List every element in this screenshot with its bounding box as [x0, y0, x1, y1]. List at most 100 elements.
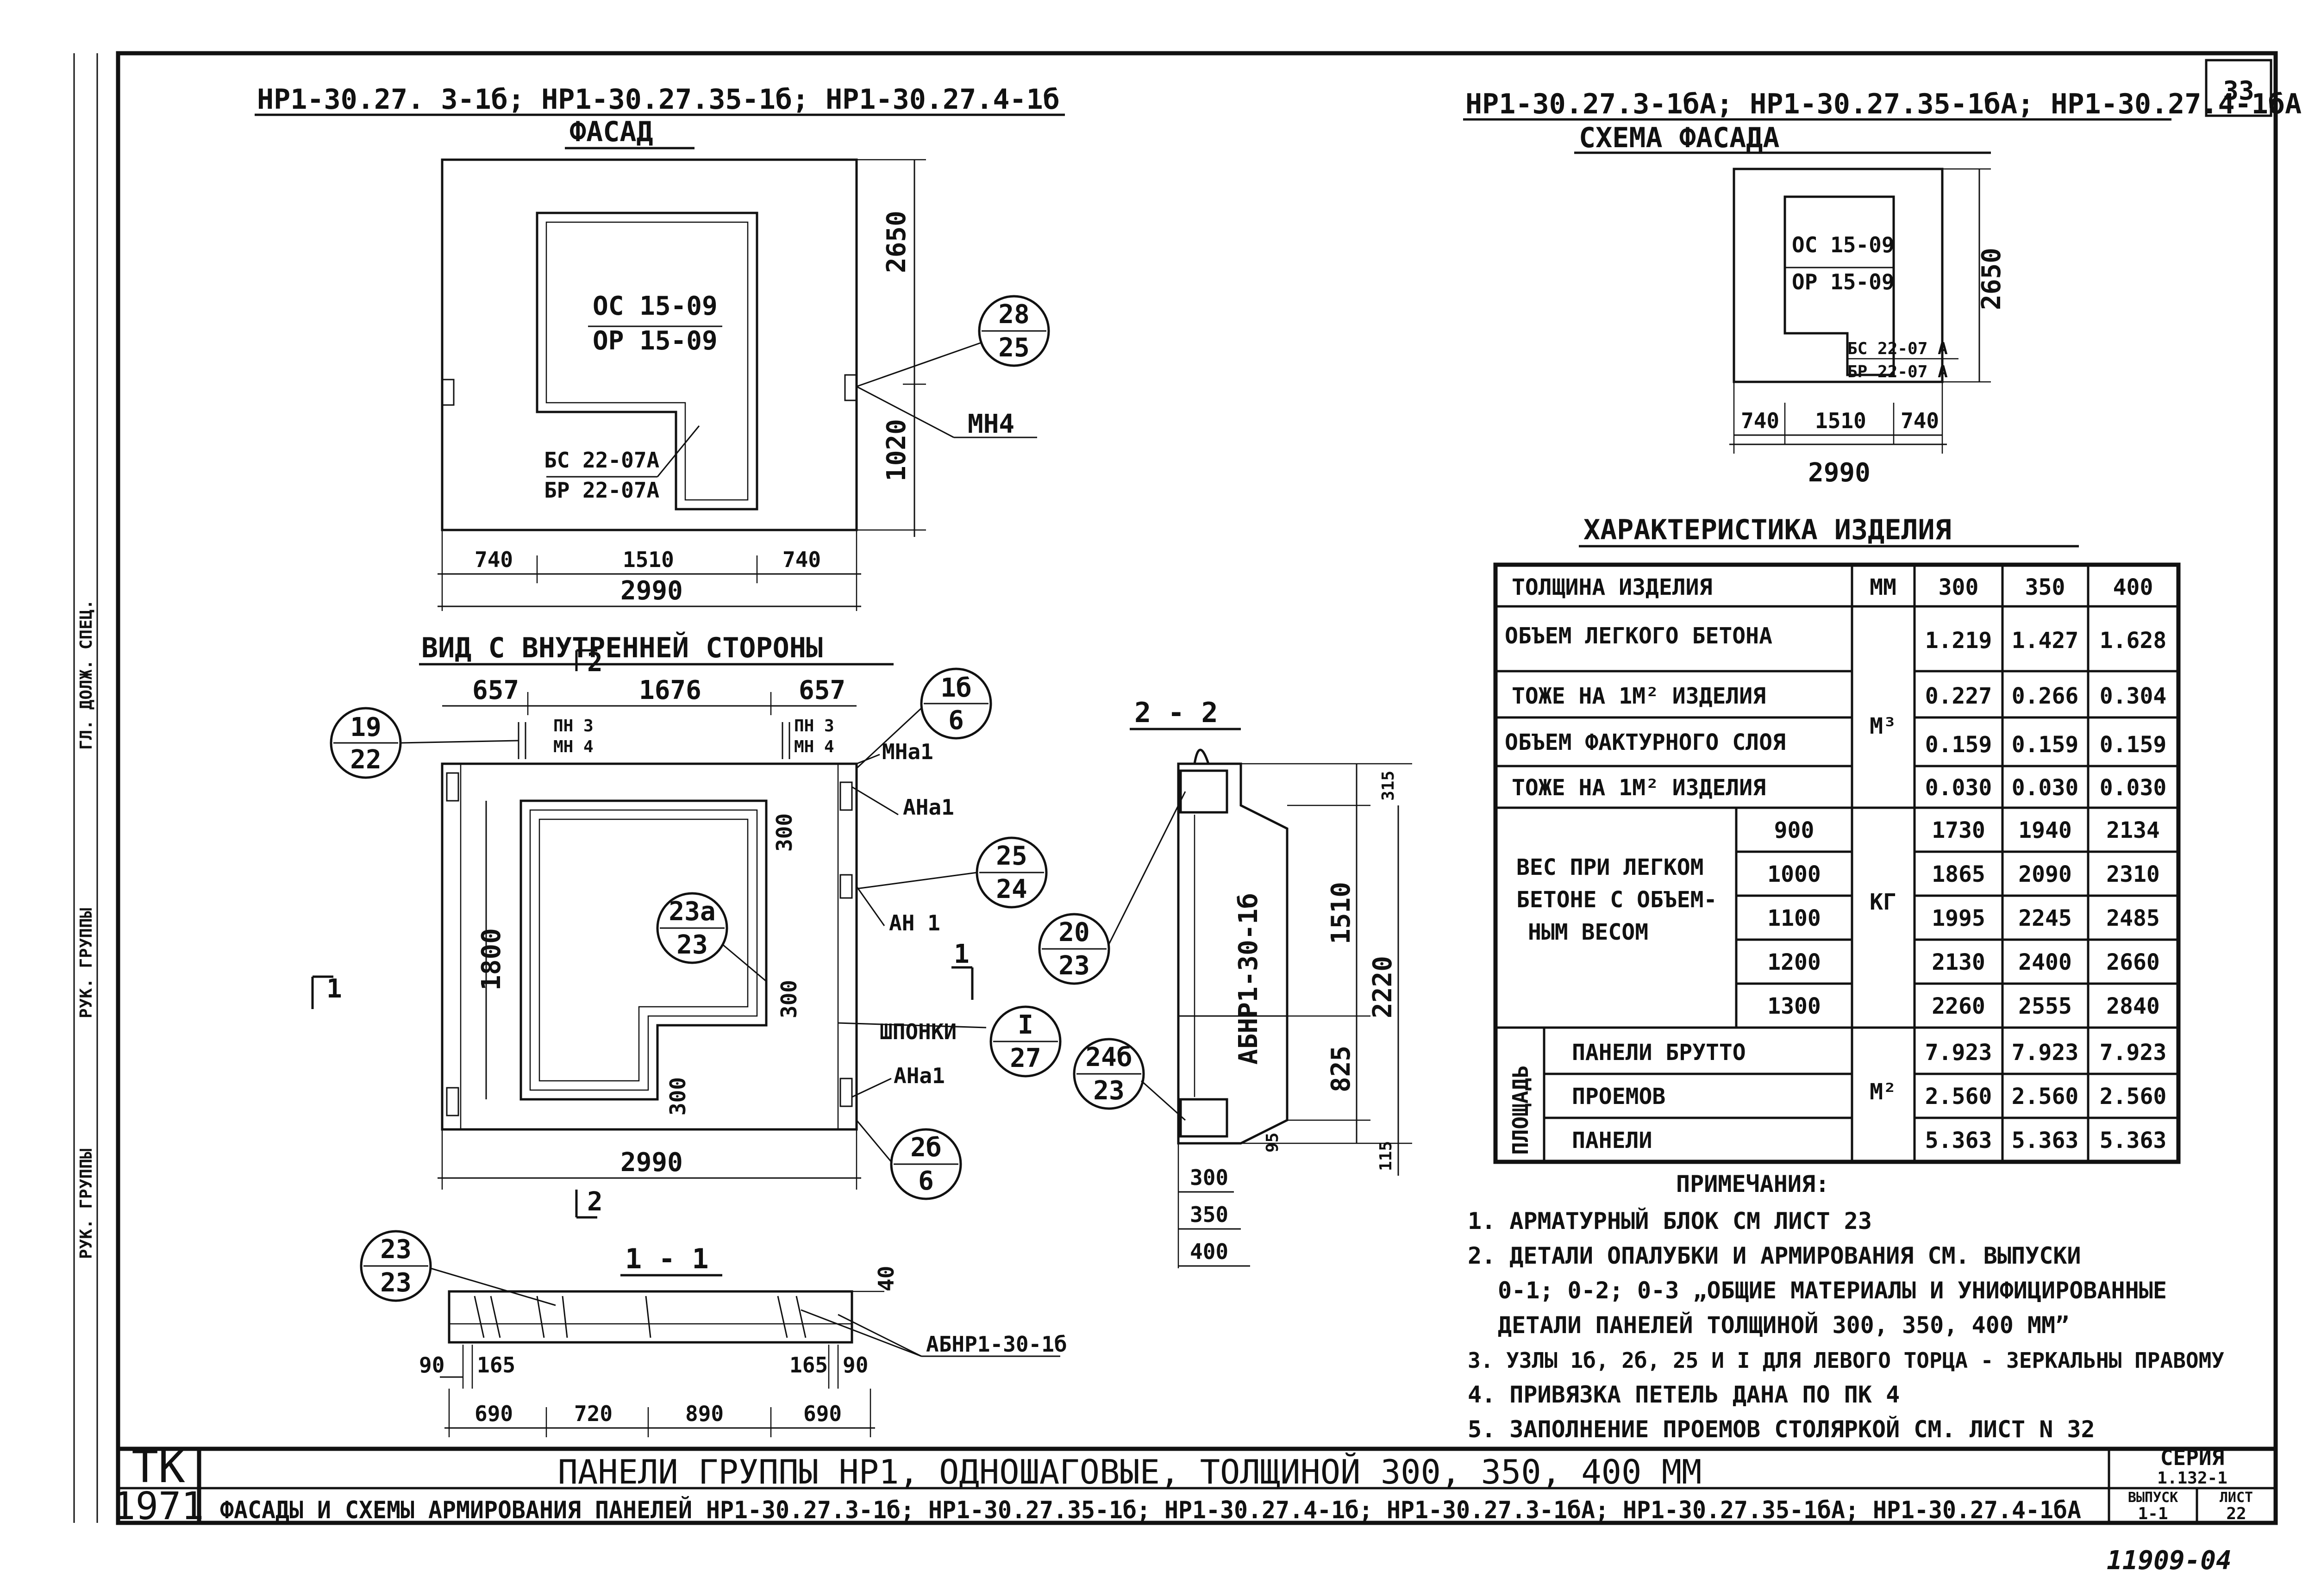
- margin-label-1: РУК. ГРУППЫ: [77, 1149, 96, 1259]
- tbl-vol-3-v2: 0.030: [2012, 775, 2079, 801]
- svg-text:20: 20: [1058, 917, 1089, 948]
- note-line-6: 4. ПРИВЯЗКА ПЕТЕЛЬ ДАНА ПО ПК 4: [1468, 1381, 1900, 1408]
- tbl-area-2-v3: 5.363: [2100, 1128, 2167, 1153]
- pn-label-right-top: ПН 3: [794, 717, 834, 736]
- section-22-dim-350: 350: [1190, 1202, 1228, 1227]
- title-block: ТК 1971 ПАНЕЛИ ГРУППЫ НР1, ОДНОШАГОВЫЕ, …: [113, 1441, 2276, 1528]
- tbl-w-3-v3: 2660: [2106, 949, 2160, 975]
- scheme-dim-w3: 740: [1901, 408, 1939, 433]
- section-22-dim-300: 300: [1190, 1165, 1228, 1190]
- section-11-dim-165-left: 165: [477, 1353, 515, 1378]
- svg-text:6: 6: [948, 705, 964, 736]
- callout-1b-6: 1б 6: [856, 667, 992, 769]
- title-org: ТК: [131, 1441, 185, 1493]
- pn-label-left-bottom: МН 4: [553, 737, 594, 756]
- tbl-vol-2-v1: 0.159: [1925, 732, 1992, 758]
- note-line-1: 1. АРМАТУРНЫЙ БЛОК СМ ЛИСТ 23: [1468, 1207, 1872, 1234]
- tbl-w-2-v3: 2485: [2106, 905, 2160, 931]
- svg-text:23: 23: [1058, 951, 1089, 981]
- section-11-title: 1 - 1: [625, 1243, 709, 1275]
- title-line-1: ПАНЕЛИ ГРУППЫ НР1, ОДНОШАГОВЫЕ, ТОЛЩИНОЙ…: [558, 1453, 1702, 1491]
- tbl-vol-2-v2: 0.159: [2012, 732, 2079, 758]
- section-11-dim-90-right: 90: [843, 1353, 868, 1378]
- tbl-area-0-v2: 7.923: [2012, 1040, 2079, 1066]
- tbl-weight-label-1: ВЕС ПРИ ЛЕГКОМ: [1516, 854, 1704, 880]
- svg-text:I: I: [1018, 1010, 1033, 1040]
- svg-text:25: 25: [996, 841, 1027, 871]
- tbl-header-unit: ММ: [1870, 574, 1896, 600]
- notes: ПРИМЕЧАНИЯ: 1. АРМАТУРНЫЙ БЛОК СМ ЛИСТ 2…: [1468, 1171, 2224, 1443]
- tbl-w-1-v1: 1865: [1932, 861, 1985, 887]
- section-22-dim-total: 2220: [1368, 956, 1398, 1018]
- scheme-title: СХЕМА ФАСАДА: [1579, 122, 1779, 154]
- svg-text:6: 6: [918, 1166, 934, 1196]
- tbl-vol-1-v1: 0.227: [1925, 683, 1992, 709]
- svg-text:19: 19: [350, 712, 381, 742]
- pn-label-left-top: ПН 3: [553, 717, 594, 736]
- scheme-dim-w1: 740: [1741, 408, 1779, 433]
- sheet-number: 33: [2223, 76, 2254, 106]
- section-22-dim-d: 95: [1263, 1133, 1282, 1153]
- title-line-2: ФАСАДЫ И СХЕМЫ АРМИРОВАНИЯ ПАНЕЛЕЙ НР1-3…: [220, 1496, 2081, 1524]
- facade-dim-total: 2990: [620, 576, 683, 606]
- tbl-w-4-v3: 2840: [2106, 993, 2160, 1019]
- tbl-vol-0-v3: 1.628: [2100, 628, 2167, 654]
- bottom-code: 11909-04: [2107, 1546, 2232, 1576]
- inner-dim-300b: 300: [776, 980, 801, 1018]
- sheet-value: 22: [2226, 1504, 2246, 1523]
- tbl-area-1-label: ПРОЕМОВ: [1572, 1084, 1665, 1110]
- tbl-area-0-v3: 7.923: [2100, 1040, 2167, 1066]
- door-mark-bottom: БР 22-07А: [544, 478, 659, 503]
- callout-23-bottom: 23: [380, 1268, 411, 1298]
- note-line-4: ДЕТАЛИ ПАНЕЛЕЙ ТОЛЩИНОЙ 300, 350, 400 ММ…: [1498, 1311, 2069, 1339]
- note-line-5: 3. УЗЛЫ 1б, 2б, 25 И I ДЛЯ ЛЕВОГО ТОРЦА …: [1468, 1348, 2224, 1373]
- callout-20-23: 20 23: [1038, 791, 1186, 985]
- tbl-area-1-v3: 2.560: [2100, 1084, 2167, 1110]
- section-1-mark-right: 1: [954, 939, 970, 969]
- note-line-3: 0-1; 0-2; 0-3 „ОБЩИЕ МАТЕРИАЛЫ И УНИФИЦИ…: [1498, 1277, 2167, 1304]
- tbl-area-1-v2: 2.560: [2012, 1084, 2079, 1110]
- tbl-header-300: 300: [1939, 574, 1979, 600]
- title-year: 1971: [113, 1484, 204, 1528]
- tbl-weight-unit: КГ: [1870, 889, 1896, 915]
- section-2-mark-bottom: 2: [587, 1187, 603, 1217]
- svg-text:23а: 23а: [669, 897, 715, 927]
- right-marks-title: НР1-30.27.3-1бА; НР1-30.27.35-1бА; НР1-3…: [1465, 88, 2302, 120]
- scheme-window-top: ОС 15-09: [1792, 232, 1895, 257]
- section-2-2: 2 - 2 АБНР1-30-1б 315 1510 825 95 2220 1…: [1038, 697, 1412, 1268]
- tbl-area-1-v1: 2.560: [1925, 1084, 1992, 1110]
- tbl-header-400: 400: [2113, 574, 2153, 600]
- pn-label-right-bottom: МН 4: [794, 737, 834, 756]
- section-1-1: 1 - 1 40 90 165 165 90 690 720 890 690 А…: [360, 1230, 1067, 1437]
- scheme-window-bottom: ОР 15-09: [1792, 269, 1895, 294]
- section-11-dim-165-right: 165: [789, 1353, 828, 1378]
- tbl-volume-unit: М³: [1870, 713, 1896, 739]
- tbl-vol-1-label: ТОЖЕ НА 1М² ИЗДЕЛИЯ: [1512, 683, 1766, 709]
- label-an1: АН 1: [889, 910, 940, 935]
- svg-text:24: 24: [996, 874, 1027, 904]
- tbl-vol-2-label: ОБЪЕМ ФАКТУРНОГО СЛОЯ: [1505, 729, 1786, 755]
- tbl-weight-label-2: БЕТОНЕ С ОБЪЕМ-: [1516, 887, 1717, 913]
- facade-title: ФАСАД: [569, 116, 653, 148]
- inner-dim-a: 657: [472, 675, 519, 705]
- tbl-area-unit: М²: [1870, 1079, 1896, 1105]
- callout-23-top: 23: [380, 1234, 411, 1265]
- section-11-label: АБНР1-30-1б: [926, 1332, 1067, 1357]
- sheet-label: ЛИСТ: [2220, 1490, 2253, 1506]
- scheme-dim-h: 2650: [1977, 248, 2007, 310]
- tbl-w-1-v2: 2090: [2018, 861, 2072, 887]
- callout-28-bottom: 25: [998, 333, 1029, 363]
- tbl-w-3-density: 1200: [1767, 949, 1821, 975]
- section-2-mark-top: 2: [587, 648, 603, 678]
- tbl-w-0-v1: 1730: [1932, 817, 1985, 843]
- facade-dim-w2: 1510: [623, 547, 674, 572]
- facade-left: НР1-30.27. 3-1б; НР1-30.27.35-1б; НР1-30…: [255, 83, 1065, 611]
- section-22-dim-b: 1510: [1326, 882, 1356, 944]
- facade-dim-h1: 2650: [882, 211, 912, 273]
- label-mn4: МН4: [968, 409, 1014, 439]
- window-mark-top: ОС 15-09: [593, 291, 718, 321]
- tbl-w-4-v1: 2260: [1932, 993, 1985, 1019]
- svg-text:2б: 2б: [910, 1133, 941, 1163]
- facade-dim-w1: 740: [475, 547, 513, 572]
- svg-text:24б: 24б: [1085, 1042, 1132, 1072]
